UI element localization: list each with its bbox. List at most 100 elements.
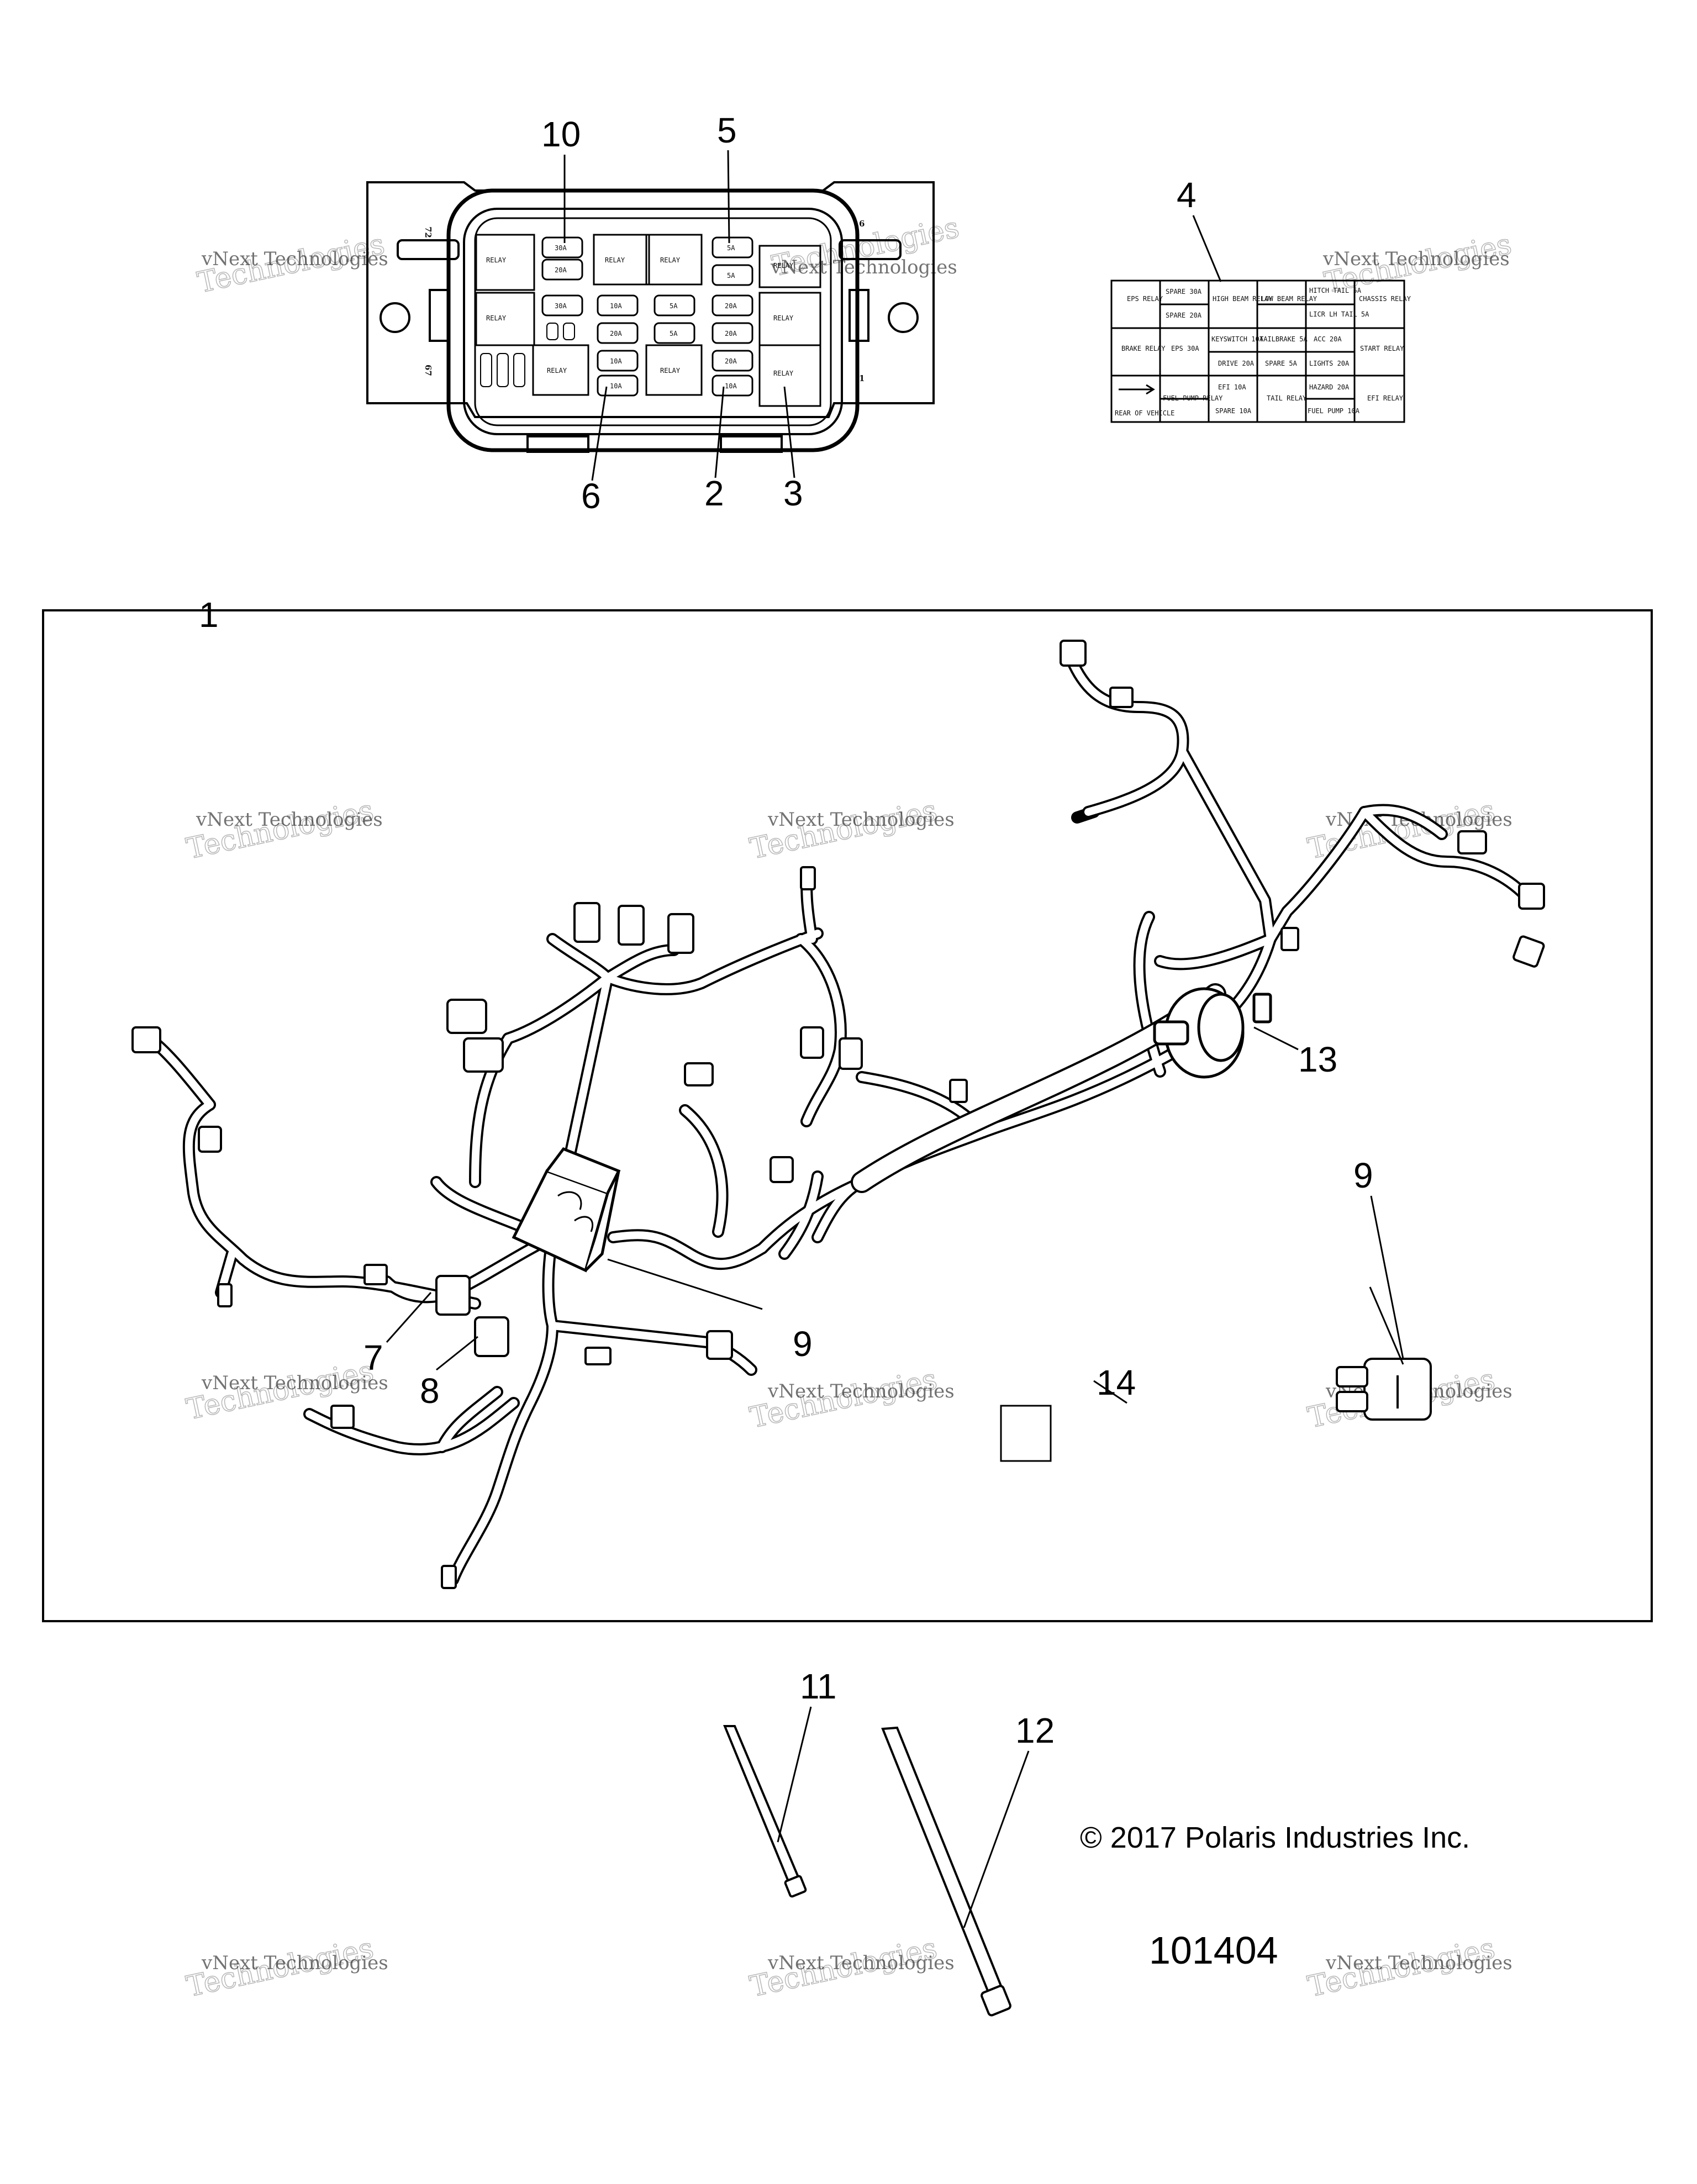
callout-5: 5: [717, 110, 737, 150]
decal-hitch-tail: HITCH TAIL 5A: [1309, 287, 1362, 294]
decal-drive-20a: DRIVE 20A: [1218, 360, 1255, 367]
fuse-rating: 20A: [725, 302, 737, 310]
fuse-rating: 20A: [725, 330, 737, 337]
decal-tailbrake-5a: TAILBRAKE 5A: [1259, 335, 1308, 343]
fuse-box: [366, 181, 935, 453]
decal-spare-5a: SPARE 5A: [1265, 360, 1298, 367]
decal-rear-of-vehicle: REAR OF VEHICLE: [1115, 409, 1174, 417]
decal-spare-30a: SPARE 30A: [1166, 288, 1202, 296]
decal-spare-20a: SPARE 20A: [1166, 312, 1202, 319]
pin-number-6: 6: [859, 219, 865, 229]
component-14-label: [1000, 1405, 1052, 1462]
decal-efi-relay: EFI RELAY: [1367, 394, 1404, 402]
component-9-jumper: [1336, 1358, 1432, 1421]
watermark-text: vNext Technologies: [201, 1952, 388, 1974]
watermark-text: vNext Technologies: [201, 1372, 388, 1394]
relay-label: RELAY: [773, 370, 794, 377]
relay-label: RELAY: [605, 256, 625, 264]
decal-eps-30a: EPS 30A: [1171, 345, 1199, 352]
pin-number-72: 72: [423, 226, 433, 238]
fuse-box-text: 72 67 6 1 RELAY RELAY RELAY RELAY RELAY …: [423, 219, 865, 390]
fuse-rating: 5A: [670, 330, 678, 337]
relay-label: RELAY: [660, 367, 681, 374]
fuse-rating: 5A: [727, 244, 735, 252]
fuse-rating: 20A: [725, 357, 737, 365]
fuse-box-callouts: 10 5 6 2 3: [541, 110, 803, 516]
fuse-rating: 10A: [725, 382, 737, 390]
relay-label: RELAY: [486, 256, 507, 264]
leader-11: [777, 1706, 812, 1843]
wire-harness: [143, 654, 1531, 1586]
fuse-label-decal: 4 EPS RELAY SPARE 30A SPARE 20A HIGH BEA…: [1110, 175, 1411, 423]
relay-label: RELAY: [773, 262, 794, 270]
decal-fuel-pump-10a: FUEL PUMP 10A: [1308, 407, 1360, 415]
decal-low-beam-relay: LOW BEAM RELAY: [1261, 295, 1317, 303]
mount-hole-right: [888, 302, 919, 333]
callout-3: 3: [783, 473, 803, 513]
fuse-rating: 30A: [555, 302, 567, 310]
decal-keyswitch-10a: KEYSWITCH 10A: [1211, 335, 1264, 343]
leader-9-right: [1370, 1195, 1404, 1359]
callout-7: 7: [363, 1338, 383, 1378]
callout-4: 4: [1177, 175, 1197, 215]
relay-label: RELAY: [486, 314, 507, 322]
decal-chassis-relay: CHASSIS RELAY: [1359, 295, 1411, 303]
relay-label: RELAY: [547, 367, 567, 374]
fuse-rating: 10A: [610, 382, 622, 390]
callout-12: 12: [1015, 1711, 1055, 1750]
callout-1: 1: [199, 595, 219, 635]
relay-label: RELAY: [773, 314, 794, 322]
cable-tie-12: [881, 1726, 1011, 2017]
decal-start-relay: START RELAY: [1360, 345, 1404, 352]
diagram-number: 101404: [1149, 1929, 1278, 1972]
callout-8: 8: [420, 1371, 440, 1411]
decal-eps-relay: EPS RELAY: [1127, 295, 1163, 303]
fuse-rating: 5A: [727, 272, 735, 279]
fuse-rating: 30A: [555, 244, 567, 252]
decal-hazard-20a: HAZARD 20A: [1309, 383, 1350, 391]
watermark-text: vNext Technologies: [196, 809, 383, 831]
callout-13: 13: [1298, 1040, 1337, 1079]
fuse-rating: 10A: [610, 357, 622, 365]
watermark-text: vNext Technologies: [1322, 248, 1510, 270]
decal-high-beam-relay: HIGH BEAM RELAY: [1213, 295, 1273, 303]
fuse-rating: 10A: [610, 302, 622, 310]
watermark-text: vNext Technologies: [201, 248, 388, 270]
watermark-text: vNext Technologies: [1325, 1952, 1512, 1974]
callout-14: 14: [1097, 1363, 1136, 1402]
callout-10: 10: [541, 114, 581, 154]
decal-efi-10a: EFI 10A: [1218, 383, 1246, 391]
relay-label: RELAY: [660, 256, 681, 264]
copyright-notice: © 2017 Polaris Industries Inc.: [1080, 1821, 1470, 1854]
cable-tie-11: [723, 1725, 807, 1898]
pin-number-1: 1: [859, 373, 865, 383]
pin-number-67: 67: [423, 365, 433, 376]
watermarks: Technologies vNext Technologies Technolo…: [183, 211, 1515, 2004]
decal-spare-10a: SPARE 10A: [1215, 407, 1252, 415]
component-13: [1153, 987, 1272, 1079]
decal-acc-20a: ACC 20A: [1314, 335, 1342, 343]
decal-lh-tail: LICR LH TAIL 5A: [1309, 310, 1369, 318]
watermark-text: vNext Technologies: [767, 809, 955, 831]
callout-2: 2: [704, 473, 724, 513]
central-module: [512, 1147, 621, 1273]
mount-hole-left: [380, 302, 410, 333]
decal-brake-relay: BRAKE RELAY: [1121, 345, 1166, 352]
watermark-text: vNext Technologies: [767, 1380, 955, 1402]
fuse-rating: 20A: [610, 330, 622, 337]
callout-6: 6: [581, 476, 601, 516]
decal-tail-relay: TAIL RELAY: [1267, 394, 1307, 402]
fuse-rating: 20A: [555, 266, 567, 274]
fuse-rating: 5A: [670, 302, 678, 310]
callout-11: 11: [800, 1666, 836, 1706]
decal-fuel-pump-relay: FUEL PUMP RELAY: [1163, 394, 1223, 402]
harness-callouts: [386, 1026, 1404, 1404]
leader-12: [963, 1750, 1030, 1928]
callout-9-right: 9: [1353, 1156, 1373, 1195]
main-harness-frame: 1: [42, 595, 1653, 1622]
callout-9-center: 9: [793, 1324, 813, 1364]
watermark-text: vNext Technologies: [767, 1952, 955, 1974]
harness-connectors: [131, 640, 1545, 1589]
